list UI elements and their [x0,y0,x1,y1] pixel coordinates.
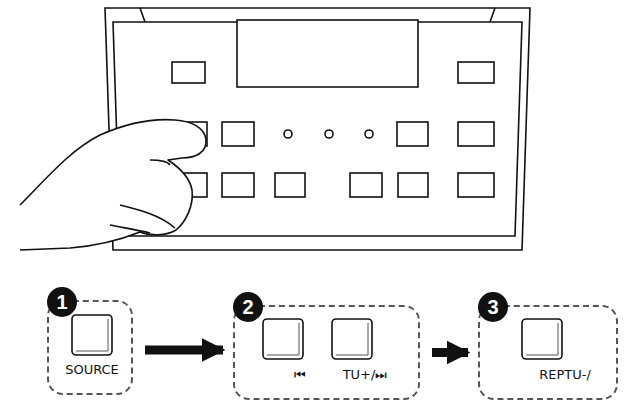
callout-number: 3 [478,292,508,322]
panel-button [458,122,494,146]
button-icon [235,307,418,398]
panel-button [222,122,254,146]
panel-button [397,122,428,146]
button-square [332,319,372,359]
button-label: TU+/⏭ [343,367,388,383]
step-group: 2⏮TU+/⏭ [233,305,420,400]
hand-outline [20,120,206,250]
button-shade [267,323,299,355]
panel-button [398,173,428,197]
panel-button [275,173,305,197]
button-label: ⏮ [294,367,306,383]
panel-button [172,62,205,83]
button-square [522,319,562,359]
finger-line [110,160,175,233]
callout-number: 2 [233,292,263,322]
panel-button [222,173,254,197]
panel-button [458,62,494,83]
button-label: REPTU-/ [539,367,591,382]
indicator-dot [365,130,373,138]
hand [20,120,206,250]
indicator-dot [325,130,333,138]
button-shade [76,319,108,351]
flow-arrow [432,348,468,357]
button-shade [526,323,558,355]
callout-number: 1 [47,287,77,317]
display-window [237,20,418,87]
button-label: SOURCE [65,362,119,377]
button-shade [336,323,368,355]
step-group: 1SOURCE [47,300,133,395]
step-group: 3REPTU-/ [478,305,618,400]
button-square [263,319,303,359]
panel-button [350,173,382,197]
button-square [72,315,112,355]
flow-arrow [145,346,223,355]
panel-button [458,173,494,197]
indicator-dot [284,130,292,138]
button-icon [480,307,616,398]
